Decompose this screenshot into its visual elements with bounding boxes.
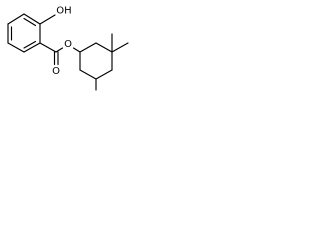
- ring-bond: [79, 69, 97, 80]
- ring-bond: [7, 13, 25, 25]
- ring-bond: [7, 42, 25, 53]
- ring-bond: [79, 42, 97, 53]
- ring-bond: [95, 69, 113, 80]
- chemical-structure-diagram: OH O O: [7, 6, 129, 91]
- aromatic-double-bond: [23, 17, 37, 27]
- methyl-bond: [111, 42, 129, 53]
- hydroxyl-bond: [39, 14, 56, 25]
- aromatic-double-bond: [23, 40, 37, 49]
- carbonyl-oxygen-label: O: [52, 66, 60, 77]
- ring-bond: [23, 13, 41, 25]
- ester-oxygen-label: O: [64, 39, 72, 50]
- carbonyl-to-ester-oxygen-bond: [55, 47, 64, 53]
- benzene-ring: [7, 13, 41, 53]
- ester-oxygen-to-ring-bond: [72, 47, 81, 53]
- ring-bond: [95, 42, 113, 53]
- cyclohexane-ring: [79, 42, 113, 80]
- hydroxyl-label: OH: [56, 6, 71, 17]
- ring-bond: [23, 42, 41, 53]
- ring-to-carbonyl-bond: [39, 42, 57, 53]
